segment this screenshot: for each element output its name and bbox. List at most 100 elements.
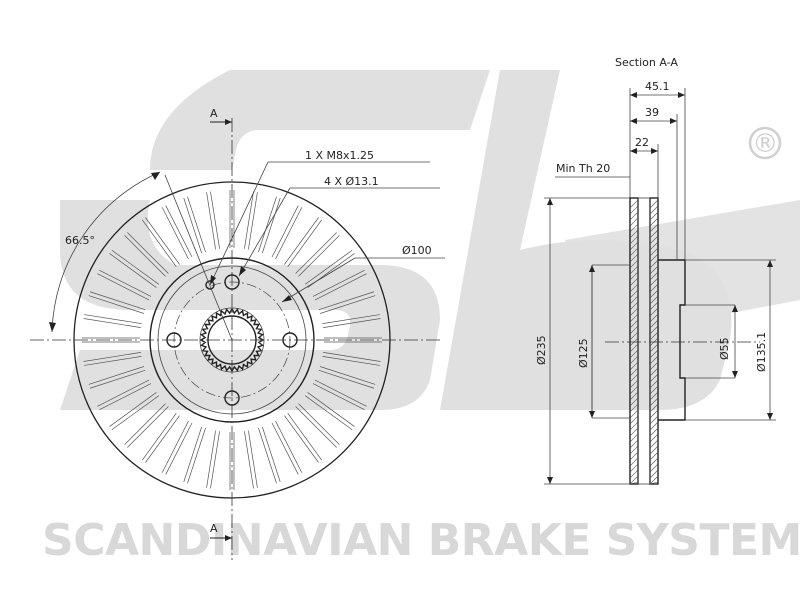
svg-text:A: A [210,522,218,535]
hatch-line [649,235,659,245]
vent-slot-edge [258,196,277,253]
vent-slot-edge [284,217,319,265]
hatch-line [629,349,639,359]
vent-slot-edge [318,291,375,310]
hatch-line [649,211,659,221]
vent-slot-edge [258,427,277,484]
friction-ring-section [629,197,659,485]
company-name: SCANDINAVIAN BRAKE SYSTEMS [42,515,800,566]
vent-slot-edge [99,383,152,411]
vent-slot-edge [99,269,152,297]
vent-slot-edge [109,253,157,288]
hatch-line [629,463,639,473]
hatch-line [629,355,639,365]
vent-slot-edge [307,392,355,427]
hatch-line [649,217,659,227]
dim-disc-thickness: 22 [630,136,659,198]
svg-text:66.5°: 66.5° [65,234,95,247]
vent-slot-edge [109,392,157,427]
vent-slot-edge [271,422,299,475]
hatch-line [649,463,659,473]
hatch-line [629,373,639,383]
vent-slot-edge [111,395,159,431]
vent-slot-edge [298,403,340,445]
hatch-line [649,415,659,425]
vent-slot-edge [287,413,323,461]
vent-slot-edge [165,422,193,475]
svg-text:39: 39 [645,106,659,119]
hatch-line [649,373,659,383]
hatch-line [629,307,639,317]
hatch-line [649,361,659,371]
vent-slot-edge [295,406,337,448]
hatch-line [649,295,659,305]
vent-slot-edge [206,430,216,488]
thread-leader: 1 X M8x1.25 [209,149,430,286]
hatch-line [649,457,659,467]
hatch-line [649,247,659,257]
vent-slots [82,190,382,490]
vent-slot-edge [210,191,220,249]
hatch-line [649,253,659,263]
vent-slot-edge [89,370,146,389]
hatch-line [649,199,659,209]
hatch-line [629,343,639,353]
hatch-line [649,475,659,485]
vent-slot-edge [284,415,319,463]
hatch-line [629,379,639,389]
hatch-line [649,349,659,359]
hatch-line [629,259,639,269]
vent-slot-edge [83,352,141,362]
threaded-hole [205,280,215,290]
dim-overall-width: 45.1 [629,80,686,260]
section-title: Section A-A [615,56,678,69]
hatch-line [649,397,659,407]
vent-slot-edge [322,314,380,324]
dim-outer-diameter: Ø235 [535,197,630,485]
vent-slot-edge [124,403,166,445]
vent-slot-edge [127,232,169,274]
hatch-line [629,313,639,323]
svg-text:A: A [210,107,218,120]
hatch-line [629,331,639,341]
hatch-line [629,385,639,395]
hatch-line [629,415,639,425]
hatch-line [649,421,659,431]
section-marker-bottom: A [210,522,232,541]
hatch-line [629,229,639,239]
hatch-line [629,271,639,281]
vent-slot-edge [124,235,166,277]
vent-slot-edge [275,207,303,260]
hatch-line [629,265,639,275]
vent-slot-edge [88,366,145,385]
hatch-line [629,211,639,221]
hatch-line [649,379,659,389]
hatch-line [629,217,639,227]
svg-text:Ø100: Ø100 [402,244,432,257]
hatch-line [649,343,659,353]
sbs-watermark: ® SCANDINAVIAN BRAKE SYSTEMS [42,70,800,566]
vent-slot-edge [318,370,375,389]
vent-slot-edge [161,420,189,473]
hatch-line [629,283,639,293]
angle-dimension: 66.5° [49,171,161,333]
vent-slot-edge [165,205,193,258]
vent-slot-edge [141,413,177,461]
hatch-line [629,301,639,311]
hatch-line [629,433,639,443]
hatch-line [649,229,659,239]
vent-slot-edge [183,426,202,483]
svg-text:4 X Ø13.1: 4 X Ø13.1 [324,175,379,188]
dim-inner-diameter: Ø125 [577,265,595,418]
vent-slot-edge [187,196,206,253]
vent-slot-edge [244,191,254,249]
section-hatching [629,199,659,485]
vent-slot-edge [298,235,340,277]
hatch-line [649,241,659,251]
hatch-line [649,445,659,455]
hatch-line [629,253,639,263]
hatch-line [629,403,639,413]
svg-text:Min Th 20: Min Th 20 [556,162,610,175]
hatch-line [649,427,659,437]
